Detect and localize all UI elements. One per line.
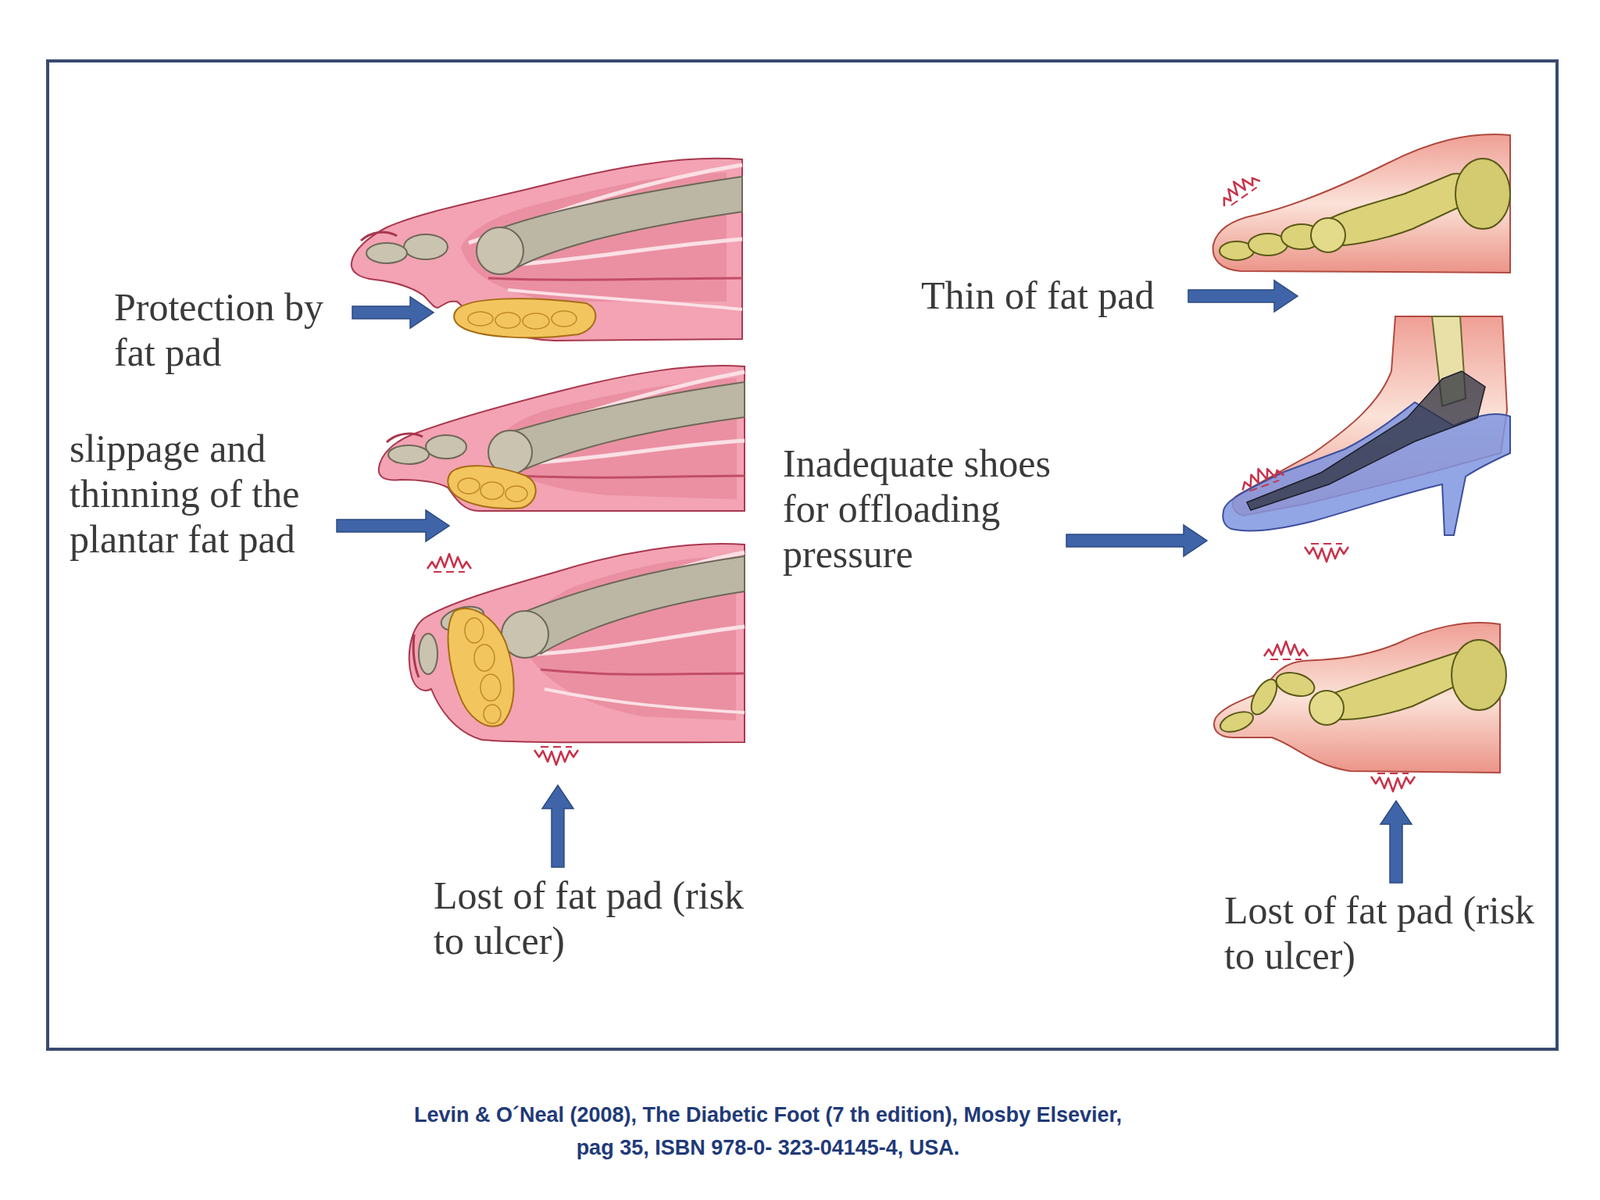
metatarsal-head (476, 227, 524, 275)
figure-label: Lost of fat pad (risk to ulcer) (433, 872, 762, 964)
fat-pad (453, 298, 596, 338)
fat-pad (448, 608, 515, 727)
foot-in-shoe (1222, 316, 1511, 536)
phalanx-bone (425, 435, 467, 459)
fat-lobule (474, 644, 495, 672)
skin-outline (378, 365, 745, 511)
forefoot-section (351, 158, 743, 341)
block-arrow (336, 510, 450, 542)
tendon (517, 475, 745, 478)
phalanx-bone (366, 242, 408, 264)
figure-frame (47, 60, 1558, 1050)
forefoot-section (409, 543, 745, 743)
fat-lobule (522, 313, 550, 329)
figure-label: Thin of fat pad (921, 272, 1234, 318)
figure-label: slippage and thinning of the plantar fat… (69, 425, 312, 562)
foot-bones (1246, 371, 1486, 511)
fat-lobule (467, 311, 493, 326)
tendon (540, 669, 745, 675)
foot-lateral-view (1214, 622, 1507, 773)
toe-nail (360, 232, 397, 241)
phalanx-bone (388, 445, 429, 465)
figure-label: Protection by fat pad (114, 284, 341, 375)
pain-mark (427, 553, 472, 572)
tendon (544, 689, 745, 713)
foot-lateral-view (1213, 134, 1511, 273)
tarsal-bone (1455, 158, 1511, 229)
metatarsal-bone (502, 382, 745, 471)
tendon (488, 278, 743, 280)
phalanx-bone (1273, 668, 1318, 700)
metatarsal-head (1309, 690, 1344, 725)
skin-outline (351, 158, 743, 341)
block-arrow (1188, 280, 1298, 312)
phalanx-bone (1217, 707, 1257, 736)
fat-pad (447, 465, 536, 509)
figure-label: Inadequate shoes for offloading pressure (782, 440, 1080, 577)
fat-lobule (483, 704, 501, 724)
fat-lobule (480, 482, 504, 500)
metatarsal-bone (517, 556, 745, 654)
fat-lobule (551, 310, 577, 327)
fat-lobule (480, 674, 501, 701)
metatarsal-bone (492, 176, 743, 271)
fat-lobule (464, 617, 484, 643)
figure-caption: Levin & O´Neal (2008), The Diabetic Foot… (408, 1098, 1128, 1165)
pain-mark (1304, 543, 1349, 562)
phalanx-bone (418, 633, 438, 675)
block-arrow (1380, 800, 1412, 883)
fat-lobule (505, 485, 528, 502)
skin-outline (409, 543, 745, 743)
pain-mark (1371, 773, 1415, 792)
figure-label: Lost of fat pad (risk to ulcer) (1224, 887, 1553, 979)
tarsal-bone (1451, 639, 1507, 711)
block-arrow (1066, 525, 1208, 557)
pain-mark (534, 746, 579, 765)
fat-lobule (457, 478, 480, 494)
metatarsal-head (1310, 217, 1346, 253)
skin-outline (1213, 134, 1511, 273)
fat-lobule (495, 312, 521, 329)
toe-nail (386, 433, 423, 443)
block-arrow (352, 296, 434, 329)
pain-mark (1215, 168, 1262, 209)
phalanx-bone (403, 234, 448, 260)
block-arrow (542, 785, 574, 868)
pain-mark (1264, 641, 1308, 660)
pain-mark (1237, 461, 1285, 494)
forefoot-section (378, 365, 745, 511)
toe-nail (413, 634, 419, 678)
